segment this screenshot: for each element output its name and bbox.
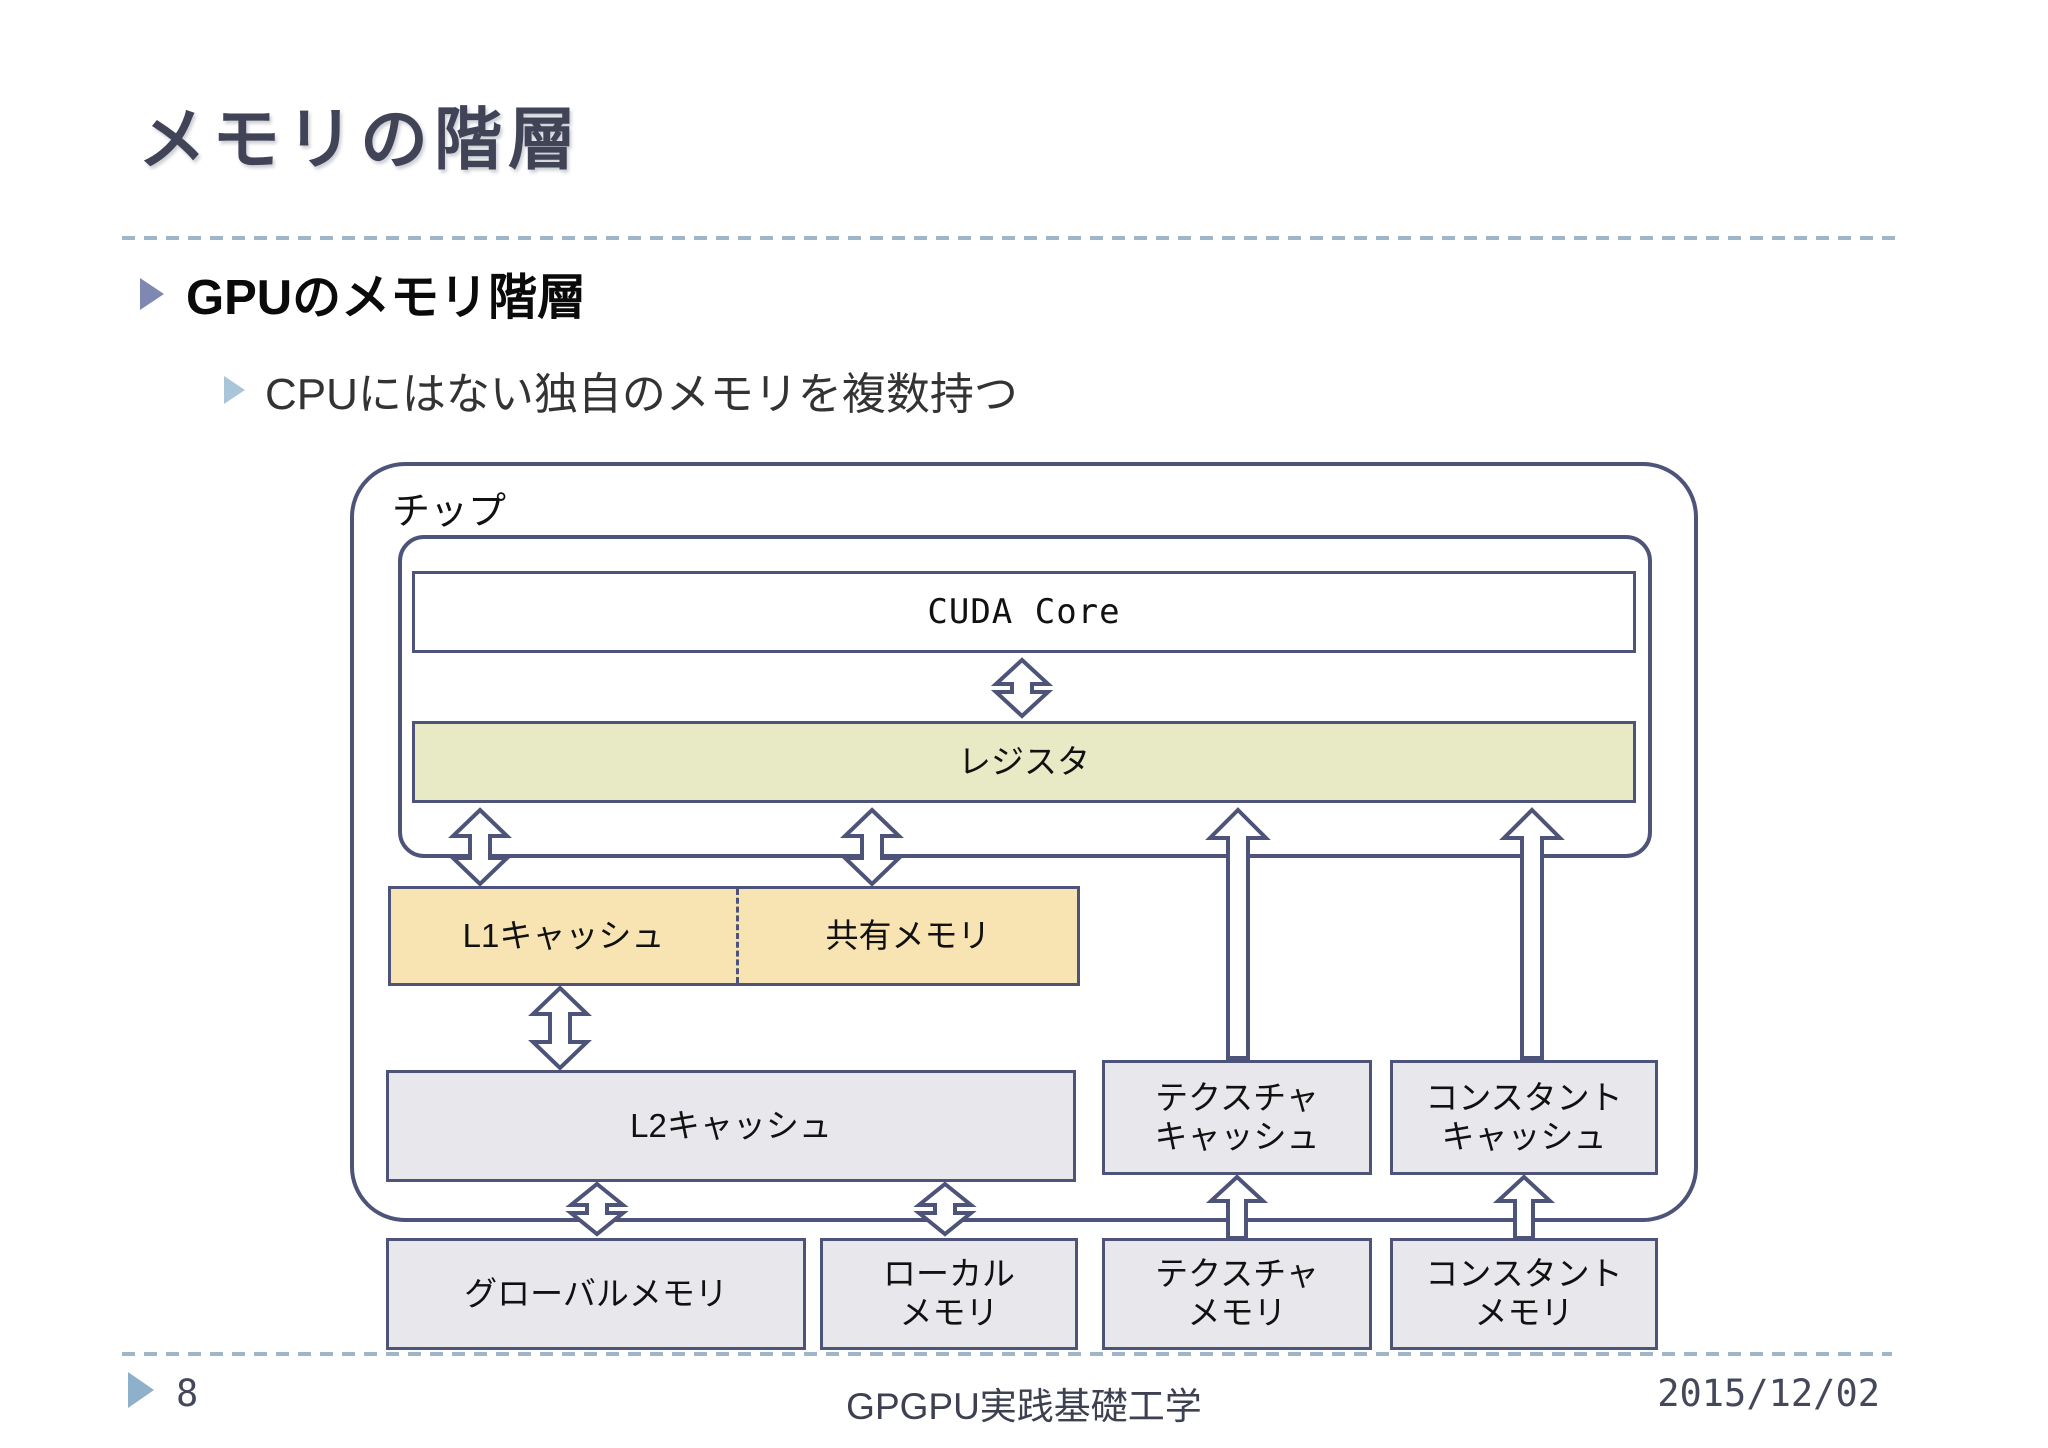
constant-memory-label-line2: メモリ bbox=[1474, 1294, 1574, 1331]
footer-divider bbox=[122, 1352, 1892, 1356]
cuda-core-box: CUDA Core bbox=[412, 571, 1636, 653]
footer-triangle-icon bbox=[128, 1372, 154, 1408]
page-title: メモリの階層 bbox=[138, 100, 583, 180]
bullet-triangle-icon bbox=[140, 277, 164, 310]
constant-memory-label-line1: コンスタント bbox=[1425, 1255, 1623, 1293]
local-memory-box: ローカル メモリ bbox=[820, 1238, 1078, 1350]
constant-cache-box: コンスタント キャッシュ bbox=[1390, 1060, 1658, 1175]
bullet-triangle-icon bbox=[224, 376, 245, 404]
shared-memory-section: 共有メモリ bbox=[736, 889, 1077, 983]
global-memory-box: グローバルメモリ bbox=[386, 1238, 806, 1350]
register-label: レジスタ bbox=[958, 742, 1090, 780]
l1-cache-section: L1キャッシュ bbox=[391, 889, 736, 983]
l1-shared-box: L1キャッシュ 共有メモリ bbox=[388, 886, 1080, 986]
local-memory-label-line2: メモリ bbox=[899, 1294, 999, 1331]
title-divider bbox=[122, 236, 1895, 240]
bullet-level2-text: CPUにはない独自のメモリを複数持つ bbox=[265, 370, 1018, 419]
footer-course-title: GPGPU実践基礎工学 bbox=[846, 1386, 1202, 1427]
bullet-level2: CPUにはない独自のメモリを複数持つ bbox=[224, 358, 1018, 422]
global-memory-label: グローバルメモリ bbox=[464, 1274, 728, 1312]
constant-memory-box: コンスタント メモリ bbox=[1390, 1238, 1658, 1350]
texture-memory-box: テクスチャ メモリ bbox=[1102, 1238, 1372, 1350]
constant-cache-label-line2: キャッシュ bbox=[1441, 1117, 1607, 1155]
texture-memory-label-line1: テクスチャ bbox=[1155, 1255, 1319, 1293]
texture-cache-label-line2: キャッシュ bbox=[1154, 1117, 1320, 1155]
bullet-level1-text: GPUのメモリ階層 bbox=[186, 271, 587, 325]
register-box: レジスタ bbox=[412, 721, 1636, 803]
footer-date: 2015/12/02 bbox=[1657, 1372, 1880, 1415]
shared-memory-label: 共有メモリ bbox=[825, 916, 991, 954]
bullet-level1: GPUのメモリ階層 bbox=[140, 258, 586, 329]
texture-memory-label-line2: メモリ bbox=[1187, 1294, 1287, 1331]
constant-cache-label-line1: コンスタント bbox=[1425, 1078, 1623, 1116]
l2-cache-label: L2キャッシュ bbox=[630, 1106, 832, 1144]
cuda-core-label: CUDA Core bbox=[927, 591, 1121, 632]
texture-cache-box: テクスチャ キャッシュ bbox=[1102, 1060, 1372, 1175]
l1-cache-label: L1キャッシュ bbox=[462, 916, 665, 954]
texture-cache-label-line1: テクスチャ bbox=[1155, 1078, 1319, 1116]
local-memory-label-line1: ローカル bbox=[883, 1255, 1015, 1293]
page-number: 8 bbox=[176, 1372, 199, 1415]
chip-label: チップ bbox=[392, 491, 507, 533]
l2-cache-box: L2キャッシュ bbox=[386, 1070, 1076, 1182]
